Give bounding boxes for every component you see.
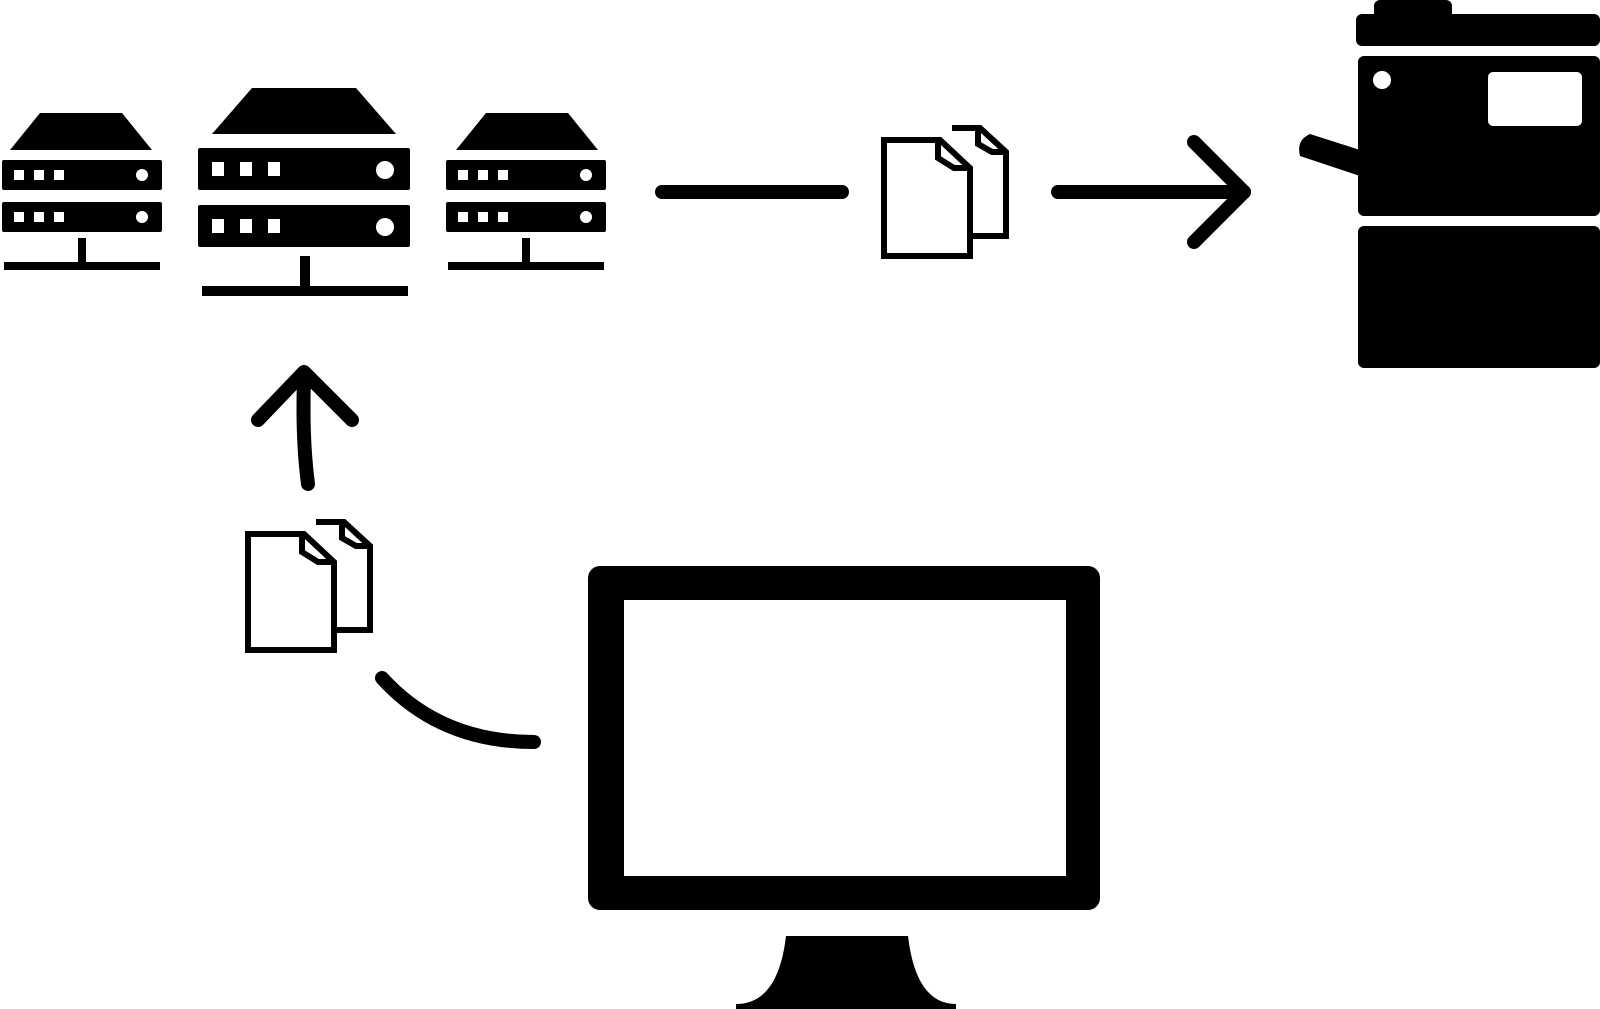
server-to-printer-flow	[655, 128, 1251, 256]
server-icon	[446, 113, 606, 270]
arrow-up-icon	[251, 365, 359, 491]
documents-icon	[248, 522, 370, 650]
server-icon	[2, 113, 162, 270]
monitor-stand	[736, 936, 956, 1009]
printer-icon	[1299, 0, 1600, 368]
arrow-right-icon	[1051, 135, 1251, 249]
workstation-to-server-flow	[248, 365, 541, 749]
monitor-icon	[588, 566, 1100, 1009]
documents-icon	[884, 128, 1006, 256]
server-cluster	[2, 88, 606, 296]
server-icon	[198, 88, 410, 296]
connector-curve	[375, 671, 541, 749]
